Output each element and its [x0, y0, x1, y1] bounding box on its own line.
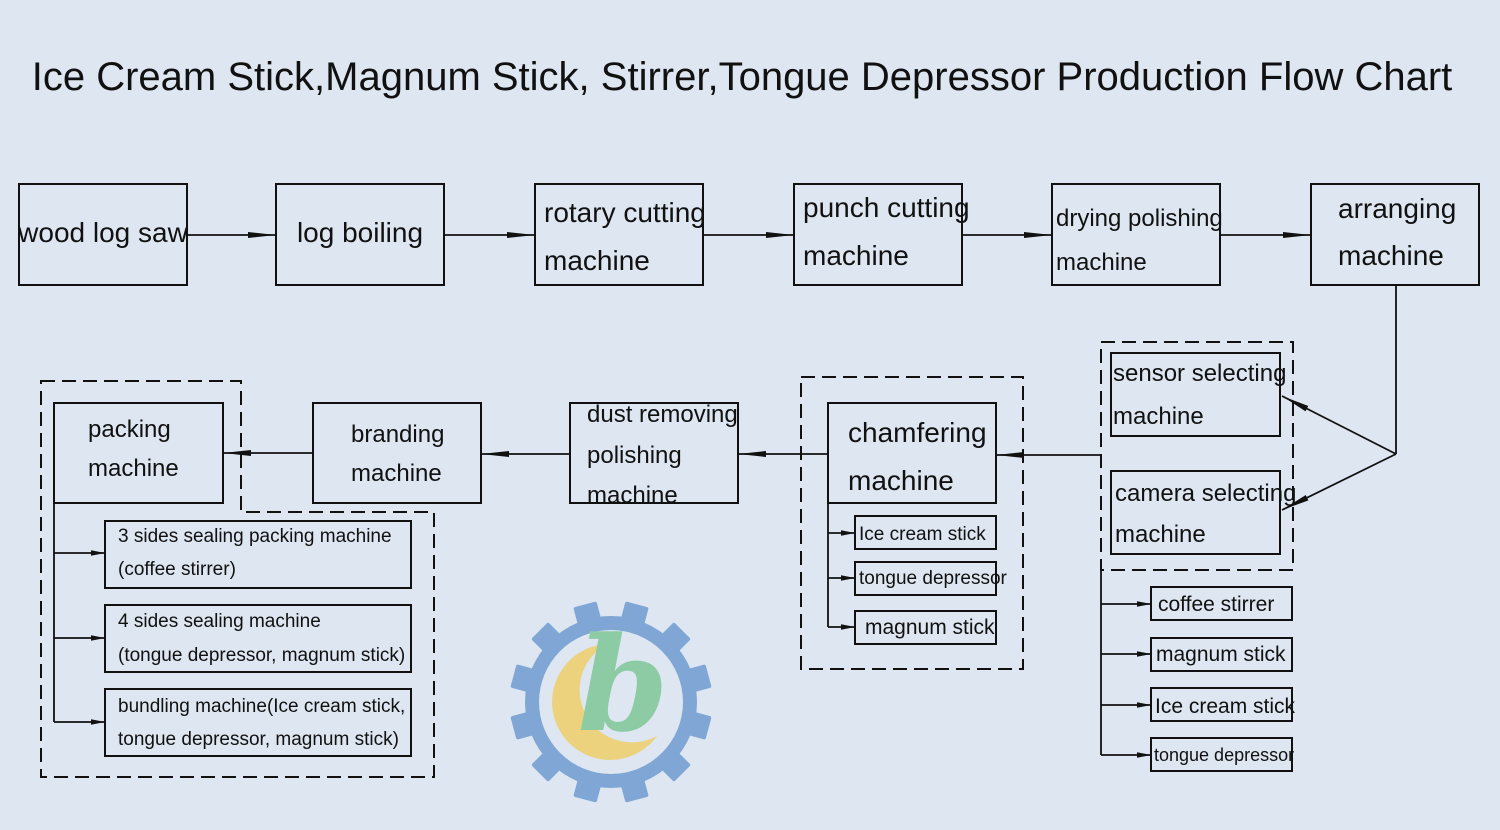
svg-text:machine: machine [1115, 521, 1206, 548]
node-arranging-machine: arranging machine [1310, 183, 1480, 286]
output-coffee-stirrer: coffee stirrer [1150, 586, 1293, 621]
svg-text:magnum stick: magnum stick [865, 616, 995, 639]
svg-text:4 sides sealing machine: 4 sides sealing machine [118, 611, 321, 632]
output-tongue-depressor: tongue depressor [854, 561, 1008, 596]
svg-text:(coffee stirrer): (coffee stirrer) [118, 559, 236, 580]
output-magnum-stick: magnum stick [854, 610, 997, 645]
output-4-sides-sealing-machine: 4 sides sealing machine (tongue depresso… [104, 604, 412, 673]
svg-text:arranging: arranging [1338, 193, 1456, 224]
svg-text:machine: machine [351, 460, 442, 487]
svg-text:tongue depressor, magnum stick: tongue depressor, magnum stick) [118, 729, 399, 750]
svg-text:machine: machine [803, 240, 909, 271]
connector-arranging-to-selecting [1281, 285, 1397, 511]
svg-text:magnum stick: magnum stick [1156, 643, 1286, 666]
output-ice-cream-stick: Ice cream stick [1150, 687, 1296, 722]
svg-text:machine: machine [1338, 240, 1444, 271]
packing-outputs: 3 sides sealing packing machine (coffee … [53, 503, 412, 757]
logo-letter: b [578, 608, 669, 761]
gear-tooth [531, 750, 563, 782]
svg-text:dust removing: dust removing [587, 401, 738, 428]
svg-text:drying polishing: drying polishing [1056, 205, 1223, 232]
node-packing-machine: packing machine [53, 402, 224, 504]
svg-text:polishing: polishing [587, 442, 682, 469]
node-wood-log-saw: wood log saw [17, 183, 189, 286]
svg-text:log boiling: log boiling [297, 217, 423, 248]
node-log-boiling: log boiling [275, 183, 445, 286]
output-magnum-stick: magnum stick [1150, 637, 1293, 672]
node-sensor-selecting-machine: sensor selecting machine [1110, 352, 1286, 437]
svg-text:bundling machine(Ice cream sti: bundling machine(Ice cream stick, [118, 696, 405, 717]
output-ice-cream-stick: Ice cream stick [854, 515, 997, 550]
node-camera-selecting-machine: camera selecting machine [1110, 470, 1296, 555]
svg-text:machine: machine [88, 455, 179, 482]
svg-text:wood log saw: wood log saw [17, 217, 188, 248]
node-punch-cutting-machine: punch cutting machine [793, 183, 970, 286]
gear-tooth [684, 711, 712, 740]
output-tongue-depressor: tongue depressor [1150, 737, 1294, 772]
crescent-shape [552, 644, 657, 760]
gear-tooth [684, 664, 712, 693]
svg-text:packing: packing [88, 416, 171, 443]
gear-tooth [620, 775, 649, 803]
node-branding-machine: branding machine [312, 402, 482, 504]
node-rotary-cutting-machine: rotary cutting machine [534, 183, 706, 286]
svg-text:sensor selecting: sensor selecting [1113, 360, 1286, 387]
node-chamfering-machine: chamfering machine [827, 402, 997, 504]
chamfering-group-frame [800, 376, 1024, 670]
gear-tooth [620, 601, 649, 629]
output-bundling-machine: bundling machine(Ice cream stick, tongue… [104, 688, 412, 757]
svg-text:Ice cream stick: Ice cream stick [1155, 695, 1296, 718]
node-drying-polishing-machine: drying polishing machine [1051, 183, 1223, 286]
logo: b [510, 601, 712, 803]
node-dust-removing-polishing-machine: dust removing polishing machine [569, 401, 739, 509]
gear-tooth [531, 622, 563, 654]
gear-tooth [510, 664, 538, 693]
svg-text:branding: branding [351, 421, 444, 448]
gear-tooth [659, 750, 691, 782]
gear-tooth [510, 711, 538, 740]
selecting-outputs: coffee stirrer magnum stick Ice cream st… [1100, 570, 1296, 772]
output-3-sides-sealing-packing-machine: 3 sides sealing packing machine (coffee … [104, 520, 412, 589]
page-title: Ice Cream Stick,Magnum Stick, Stirrer,To… [32, 55, 1453, 99]
svg-text:chamfering: chamfering [848, 417, 987, 448]
svg-text:camera selecting: camera selecting [1115, 480, 1296, 507]
svg-text:rotary cutting: rotary cutting [544, 197, 706, 228]
gear-tooth [573, 775, 602, 803]
svg-text:machine: machine [848, 465, 954, 496]
svg-text:(tongue depressor, magnum stic: (tongue depressor, magnum stick) [118, 645, 405, 666]
svg-text:tongue depressor: tongue depressor [1154, 745, 1294, 765]
svg-text:punch cutting: punch cutting [803, 192, 970, 223]
svg-text:3 sides sealing packing machin: 3 sides sealing packing machine [118, 526, 392, 547]
selecting-group-frame [1100, 341, 1294, 571]
packing-group-frame [40, 380, 435, 778]
gear-tooth [659, 622, 691, 654]
svg-text:machine: machine [1056, 249, 1147, 276]
svg-text:Ice cream stick: Ice cream stick [859, 524, 986, 545]
svg-text:tongue depressor: tongue depressor [859, 568, 1008, 589]
svg-text:coffee stirrer: coffee stirrer [1158, 593, 1274, 616]
svg-text:machine: machine [1113, 403, 1204, 430]
svg-text:machine: machine [544, 245, 650, 276]
gear-tooth [573, 601, 602, 629]
chamfering-outputs: Ice cream stick tongue depressor magnum … [827, 503, 1008, 645]
svg-text:machine: machine [587, 482, 678, 509]
